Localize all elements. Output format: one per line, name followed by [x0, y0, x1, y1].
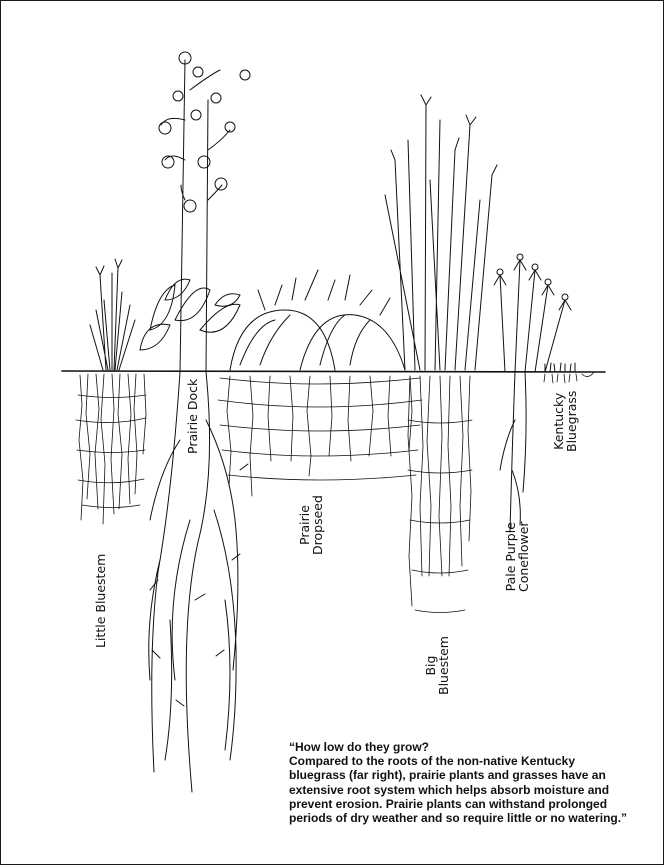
- kentucky-bluegrass-label: Kentucky Bluegrass: [552, 391, 578, 452]
- prairie-dropseed-label: Prairie Dropseed: [298, 495, 324, 555]
- little-bluestem-roots: [76, 374, 146, 524]
- pale-purple-coneflower-plant: [494, 254, 571, 372]
- pale-purple-coneflower-roots: [500, 372, 526, 532]
- kentucky-bluegrass-roots: [544, 372, 594, 383]
- big-bluestem-roots: [408, 376, 472, 613]
- caption-heading: “How low do they grow?: [289, 740, 629, 754]
- prairie-dropseed-roots: [218, 376, 422, 496]
- big-bluestem-plant: [385, 95, 497, 370]
- ground-line: [62, 371, 605, 372]
- caption-body: Compared to the roots of the non-native …: [289, 754, 629, 825]
- prairie-dropseed-plant: [230, 270, 405, 370]
- little-bluestem-label: Little Bluestem: [94, 554, 107, 648]
- caption: “How low do they grow? Compared to the r…: [289, 740, 629, 825]
- kentucky-bluegrass-plant: [545, 363, 575, 372]
- little-bluestem-plant: [90, 259, 135, 370]
- big-bluestem-label: Big Bluestem: [424, 636, 450, 695]
- prairie-dock-plant: [140, 52, 250, 372]
- pale-purple-coneflower-label: Pale Purple Coneflower: [504, 521, 530, 592]
- prairie-dock-label: Prairie Dock: [186, 379, 199, 454]
